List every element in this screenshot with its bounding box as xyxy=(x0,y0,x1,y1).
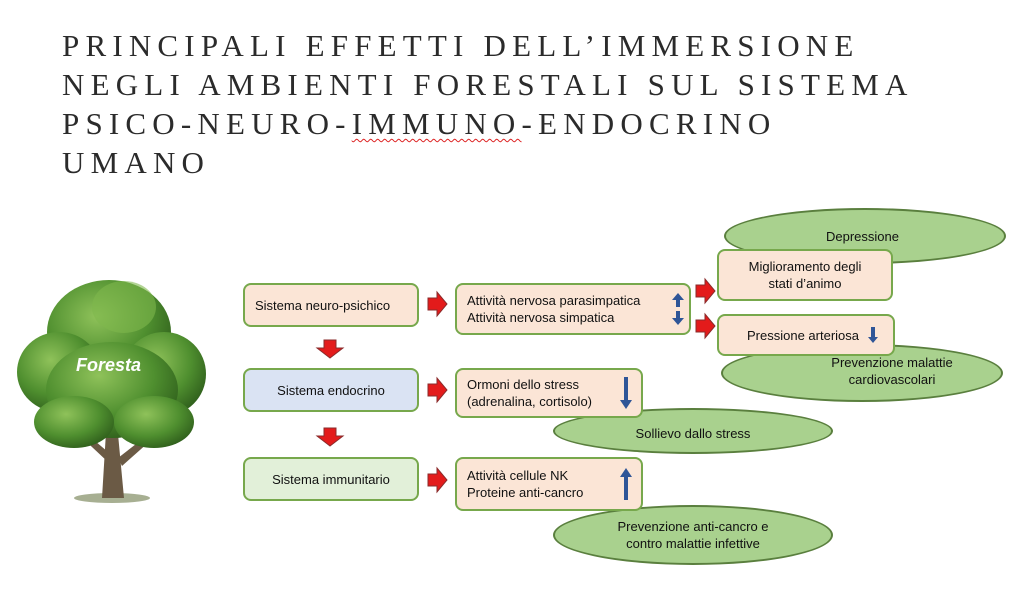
box-immune-system: Sistema immunitario xyxy=(243,457,419,501)
box-blood-pressure: Pressione arteriosa xyxy=(717,314,895,356)
oval-cardio-line-1: Prevenzione malattie xyxy=(831,355,953,370)
title-line-3: PSICO-NEURO-IMMUNO-ENDOCRINO xyxy=(62,104,1012,143)
mood-line-1: Miglioramento degli xyxy=(748,259,862,274)
tree-image xyxy=(17,280,206,503)
title-line-3-part-a: PSICO-NEURO- xyxy=(62,106,352,141)
neuro-system-label: Sistema neuro-psichico xyxy=(255,297,391,313)
arrow-neuro-right xyxy=(427,290,448,318)
oval-cancer-line-2: contro malattie infettive xyxy=(626,536,760,551)
arrow-up-icon xyxy=(620,468,632,500)
box-endocrine-system: Sistema endocrino xyxy=(243,368,419,412)
endocrine-system-label: Sistema endocrino xyxy=(277,382,385,398)
arrow-endocrine-right xyxy=(427,376,448,404)
arrow-down-icon xyxy=(620,377,632,409)
title-line-4: UMANO xyxy=(62,145,211,180)
box-nervous-activity: Attività nervosa parasimpatica Attività … xyxy=(455,283,691,335)
box-stress-hormones: Ormoni dello stress (adrenalina, cortiso… xyxy=(455,368,643,418)
box-mood-improvement: Miglioramento degli stati d’animo xyxy=(717,249,893,301)
tree-label: Foresta xyxy=(76,355,142,375)
arrow-down-1 xyxy=(315,339,345,359)
box-nk-activity: Attività cellule NK Proteine anti-cancro xyxy=(455,457,643,511)
page-title: PRINCIPALI EFFETTI DELL’IMMERSIONE NEGLI… xyxy=(62,26,1012,182)
oval-stress-label: Sollievo dallo stress xyxy=(635,425,751,441)
box-neuro-system: Sistema neuro-psichico xyxy=(243,283,419,327)
title-line-3-part-b: IMMUNO xyxy=(351,106,522,141)
title-line-2: NEGLI AMBIENTI FORESTALI SUL SISTEMA xyxy=(62,67,914,102)
arrow-to-pressure xyxy=(695,312,716,340)
nk-activity-line-1: Attività cellule NK xyxy=(467,468,569,483)
stress-hormones-line-1: Ormoni dello stress xyxy=(467,377,579,392)
arrow-immune-right xyxy=(427,466,448,494)
immune-system-label: Sistema immunitario xyxy=(272,471,390,487)
nervous-activity-line-1: Attività nervosa parasimpatica xyxy=(467,293,641,308)
oval-stress-relief: Sollievo dallo stress xyxy=(553,408,833,454)
title-line-1: PRINCIPALI EFFETTI DELL’IMMERSIONE xyxy=(62,28,860,63)
oval-cardio-line-2: cardiovascolari xyxy=(848,372,936,387)
arrow-to-mood xyxy=(695,277,716,305)
stress-hormones-line-2: (adrenalina, cortisolo) xyxy=(467,394,593,409)
arrow-down-2 xyxy=(315,427,345,447)
nervous-activity-line-2: Attività nervosa simpatica xyxy=(467,310,615,325)
arrow-down-icon xyxy=(868,327,878,343)
nk-activity-line-2: Proteine anti-cancro xyxy=(467,485,584,500)
up-down-arrows-icon xyxy=(672,293,684,325)
blood-pressure-label: Pressione arteriosa xyxy=(747,327,859,343)
mood-line-2: stati d’animo xyxy=(768,276,842,291)
oval-depression-label: Depressione xyxy=(826,228,899,244)
oval-cancer-line-1: Prevenzione anti-cancro e xyxy=(617,519,769,534)
title-line-3-part-c: -ENDOCRINO xyxy=(521,106,777,141)
oval-cancer-prevention: Prevenzione anti-cancro e contro malatti… xyxy=(553,505,833,565)
